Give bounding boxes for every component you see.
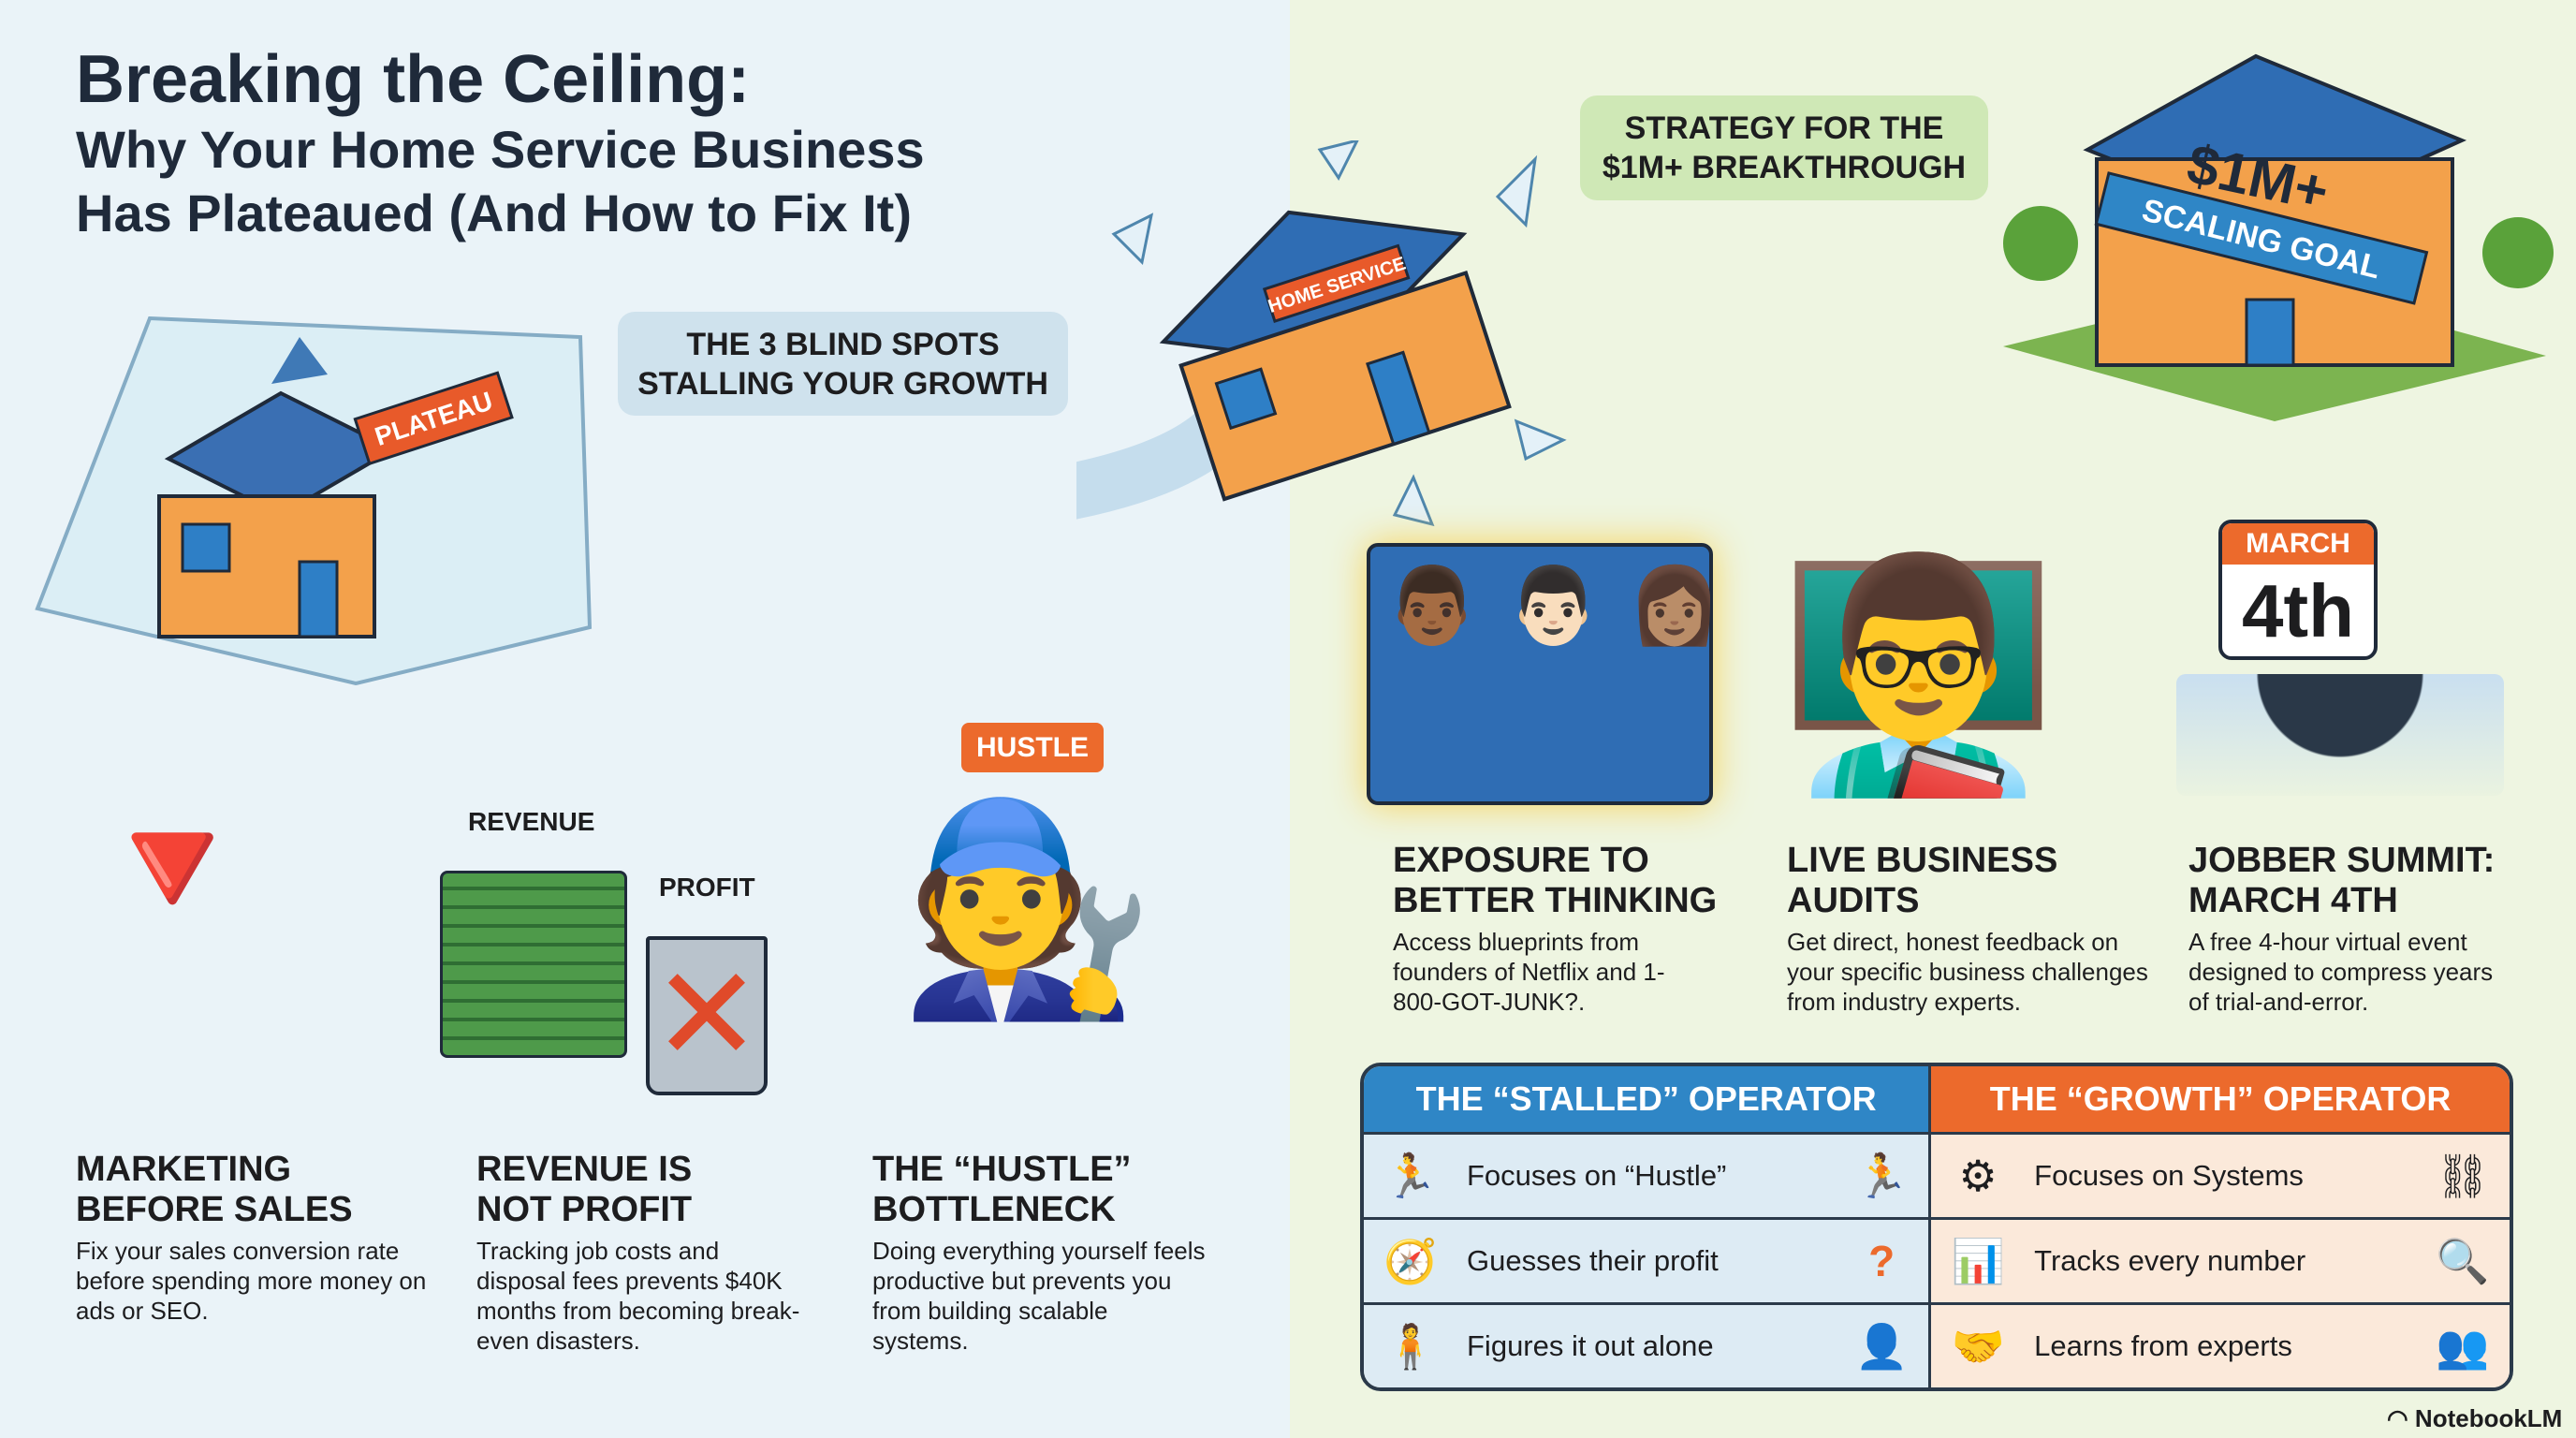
workflow-icon: ⛓	[2435, 1151, 2491, 1200]
plateau-house-illustration: PLATEAU	[35, 315, 593, 686]
growth-trait: Learns from experts	[2034, 1329, 2292, 1362]
notebooklm-logo: ◠ NotebookLM	[2387, 1404, 2563, 1432]
revenue-cash-stack-icon	[440, 871, 627, 1058]
single-person-icon: 👤	[1854, 1321, 1909, 1371]
strategy-label: STRATEGY FOR THE$1M+ BREAKTHROUGH	[1580, 95, 1988, 200]
blueprint-book-icon	[1367, 543, 1713, 805]
founders-avatars-icon: 👨🏾👨🏻👩🏽	[1385, 564, 1749, 647]
treadmill-icon: 🏃	[1854, 1151, 1909, 1200]
magnifier-chart-icon: 🔍	[2436, 1236, 2490, 1285]
spreadsheet-search-icon: 📊	[1951, 1236, 2005, 1285]
revenue-label: REVENUE	[468, 807, 595, 836]
scaling-goal-house-illustration: $1M+ SCALING GOAL	[2003, 53, 2554, 421]
hustle-sign: HUSTLE	[961, 723, 1104, 772]
brand-name: NotebookLM	[2414, 1404, 2563, 1432]
money-funnel-icon: 🔻	[84, 789, 259, 946]
item-body-hustle: Doing everything yourself feels producti…	[872, 1237, 1206, 1355]
item-body-audits: Get direct, honest feedback on your spec…	[1787, 928, 2148, 1016]
item-heading-hustle: THE “HUSTLE”BOTTLENECK	[872, 1150, 1132, 1229]
virtual-audience-icon	[2176, 674, 2504, 796]
gears-icon: ⚙	[1958, 1152, 1998, 1200]
table-row: 🧍 Figures it out alone 👤 🤝 Learns from expe…	[1364, 1302, 2510, 1387]
stalled-trait: Figures it out alone	[1467, 1329, 1714, 1362]
group-icon: 👥	[2436, 1321, 2490, 1371]
growth-header: THE “GROWTH” OPERATOR	[1931, 1066, 2510, 1132]
item-body-summit: A free 4-hour virtual event designed to …	[2188, 928, 2494, 1016]
profit-label: PROFIT	[659, 873, 755, 902]
compass-guess-icon: 🧭	[1383, 1236, 1438, 1285]
question-mark-icon: ?	[1868, 1237, 1895, 1285]
growth-trait: Focuses on Systems	[2034, 1159, 2304, 1192]
stalled-trait: Focuses on “Hustle”	[1467, 1159, 1727, 1192]
calendar-icon: MARCH 4th	[2218, 520, 2378, 660]
breaking-house-illustration: HOME SERVICE	[1076, 140, 1567, 527]
table-row: 🏃 Focuses on “Hustle” 🏃 ⚙ Focuses on System…	[1364, 1132, 2510, 1217]
item-body-marketing: Fix your sales conversion rate before sp…	[76, 1237, 427, 1325]
stalled-trait: Guesses their profit	[1467, 1244, 1719, 1277]
growth-trait: Tracks every number	[2034, 1244, 2306, 1277]
page-title: Breaking the Ceiling:	[76, 42, 751, 117]
profit-trash-can-icon: ✕	[646, 936, 768, 1095]
item-heading-summit: JOBBER SUMMIT:MARCH 4TH	[2188, 841, 2496, 920]
overworked-person-icon: 🧑‍🔧	[899, 793, 1155, 1023]
business-audit-presentation-icon: 👨‍🏫	[1778, 549, 2058, 800]
handshake-icon: 🤝	[1951, 1321, 2005, 1371]
item-body-revenue: Tracking job costs and disposal fees pre…	[476, 1237, 800, 1355]
table-row: 🧭 Guesses their profit? 📊 Tracks every num…	[1364, 1217, 2510, 1302]
stalled-header: THE “STALLED” OPERATOR	[1364, 1066, 1932, 1132]
treadmill-runner-icon: 🏃	[1383, 1151, 1438, 1200]
confused-person-icon: 🧍	[1383, 1321, 1438, 1371]
item-body-exposure: Access blueprints from founders of Netfl…	[1393, 928, 1665, 1016]
